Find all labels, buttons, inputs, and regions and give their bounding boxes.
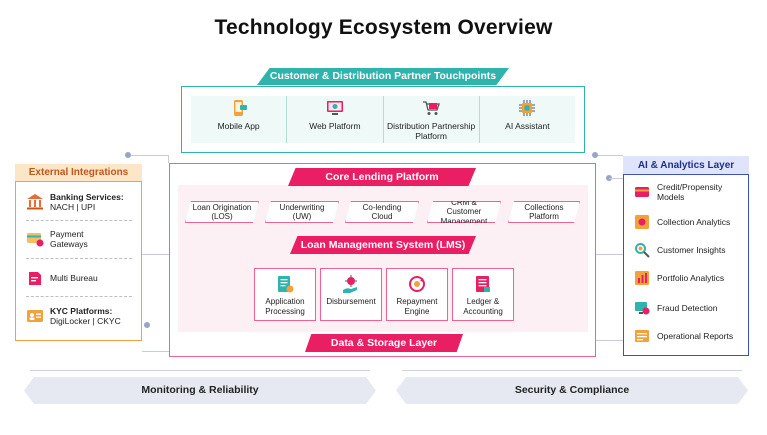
customer-insights-icon xyxy=(635,243,650,258)
external-item-bureau: Multi Bureau xyxy=(26,269,136,287)
touchpoints-header: Customer & Distribution Partner Touchpoi… xyxy=(257,68,509,85)
mobile-app-icon xyxy=(233,100,247,116)
connector-dot xyxy=(144,322,150,328)
lms-label: Ledger & Accounting xyxy=(463,297,503,316)
ai-item-portfolio-analytics: Portfolio Analytics xyxy=(634,270,748,286)
external-item-bold: KYC Platforms: xyxy=(50,306,113,316)
operational-reports-icon xyxy=(635,330,649,342)
connector-line xyxy=(595,155,623,156)
ai-item-customer-insights: Customer Insights xyxy=(634,242,748,258)
multi-bureau-icon xyxy=(29,272,41,285)
id-card-icon xyxy=(27,310,43,322)
ai-chip-icon xyxy=(519,100,536,116)
touchpoints-inner: Mobile App Web Platform Distribution Par… xyxy=(191,96,575,143)
ai-item-label: Customer Insights xyxy=(657,245,726,255)
external-item-detail: NACH | UPI xyxy=(50,202,96,212)
external-item-banking: Banking Services:NACH | UPI xyxy=(26,192,136,212)
payment-gateway-icon xyxy=(27,233,44,247)
bar-decoration xyxy=(30,370,370,376)
ai-item-label: Collection Analytics xyxy=(657,217,731,227)
touchpoint-label: Mobile App xyxy=(217,121,260,131)
lms-label: Application Processing xyxy=(265,297,305,316)
fraud-detection-icon xyxy=(635,302,650,315)
connector-dot xyxy=(592,152,598,158)
monitoring-reliability-bar: Monitoring & Reliability xyxy=(24,377,376,404)
external-item-text: KYC Platforms:DigiLocker | CKYC xyxy=(50,306,121,326)
module-crm: CRM & Customer Management xyxy=(427,201,501,223)
touchpoints-panel: Mobile App Web Platform Distribution Par… xyxy=(181,86,585,153)
web-platform-icon xyxy=(326,101,343,115)
connector-line xyxy=(596,340,623,341)
application-document-icon xyxy=(278,276,294,293)
ai-analytics-header: AI & Analytics Layer xyxy=(623,156,749,175)
portfolio-chart-icon xyxy=(635,271,649,285)
ai-item-label: Operational Reports xyxy=(657,331,734,341)
data-storage-layer: Data & Storage Layer xyxy=(305,334,463,352)
external-item-kyc: KYC Platforms:DigiLocker | CKYC xyxy=(26,306,136,326)
ai-item-fraud-detection: Fraud Detection xyxy=(634,300,748,316)
divider xyxy=(26,296,132,297)
ai-item-label: Credit/Propensity Models xyxy=(657,182,723,202)
security-compliance-bar: Security & Compliance xyxy=(396,377,748,404)
external-item-detail: Multi Bureau xyxy=(50,273,98,283)
external-item-payment: Payment Gateways xyxy=(26,229,136,249)
bank-icon xyxy=(27,194,43,210)
connector-line xyxy=(128,155,168,156)
repayment-cycle-icon xyxy=(409,276,425,292)
connector-line xyxy=(596,254,623,255)
lms-disbursement: Disbursement xyxy=(320,268,382,321)
connector-line xyxy=(609,178,623,179)
ai-item-credit-models: Credit/Propensity Models xyxy=(634,182,748,202)
collection-analytics-icon xyxy=(635,215,649,229)
ai-item-label: Fraud Detection xyxy=(657,303,718,313)
external-item-bold: Banking Services: xyxy=(50,192,124,202)
connector-line xyxy=(168,155,169,163)
connector-dot xyxy=(125,152,131,158)
touchpoint-label: Distribution Partnership Platform xyxy=(386,121,476,141)
external-item-text: Banking Services:NACH | UPI xyxy=(50,192,124,212)
distribution-cart-icon xyxy=(423,101,441,115)
disbursement-hand-icon xyxy=(343,275,357,293)
touchpoint-ai-assistant: AI Assistant xyxy=(480,96,575,143)
lms-repayment-engine: Repayment Engine xyxy=(386,268,448,321)
credit-model-icon xyxy=(635,187,649,197)
module-loan-origination: Loan Origination (LOS) xyxy=(185,201,259,223)
divider xyxy=(26,220,132,221)
module-co-lending-cloud: Co-lending Cloud xyxy=(345,201,419,223)
connector-line xyxy=(142,254,169,255)
ledger-icon xyxy=(476,276,490,292)
touchpoint-mobile-app: Mobile App xyxy=(191,96,288,143)
diagram-title: Technology Ecosystem Overview xyxy=(214,16,553,39)
external-integrations-header: External Integrations xyxy=(15,164,142,182)
module-underwriting: Underwriting (UW) xyxy=(265,201,339,223)
connector-line xyxy=(142,351,169,352)
ai-item-label: Portfolio Analytics xyxy=(657,273,725,283)
ai-item-operational-reports: Operational Reports xyxy=(634,328,748,344)
core-lending-header: Core Lending Platform xyxy=(288,168,476,186)
lms-label: Disbursement xyxy=(326,297,376,306)
divider xyxy=(26,258,132,259)
touchpoint-distribution-platform: Distribution Partnership Platform xyxy=(384,96,480,143)
touchpoint-label: Web Platform xyxy=(309,121,361,131)
ai-item-collection-analytics: Collection Analytics xyxy=(634,214,748,230)
external-item-detail: DigiLocker | CKYC xyxy=(50,316,121,326)
touchpoint-label: AI Assistant xyxy=(505,121,550,131)
lms-application-processing: Application Processing xyxy=(254,268,316,321)
touchpoint-web-platform: Web Platform xyxy=(287,96,384,143)
lms-header: Loan Management System (LMS) xyxy=(290,236,476,254)
bar-decoration xyxy=(402,370,742,376)
lms-ledger-accounting: Ledger & Accounting xyxy=(452,268,514,321)
external-item-detail: Payment Gateways xyxy=(50,229,88,249)
module-collections: Collections Platform xyxy=(508,201,580,223)
lms-label: Repayment Engine xyxy=(396,297,438,316)
